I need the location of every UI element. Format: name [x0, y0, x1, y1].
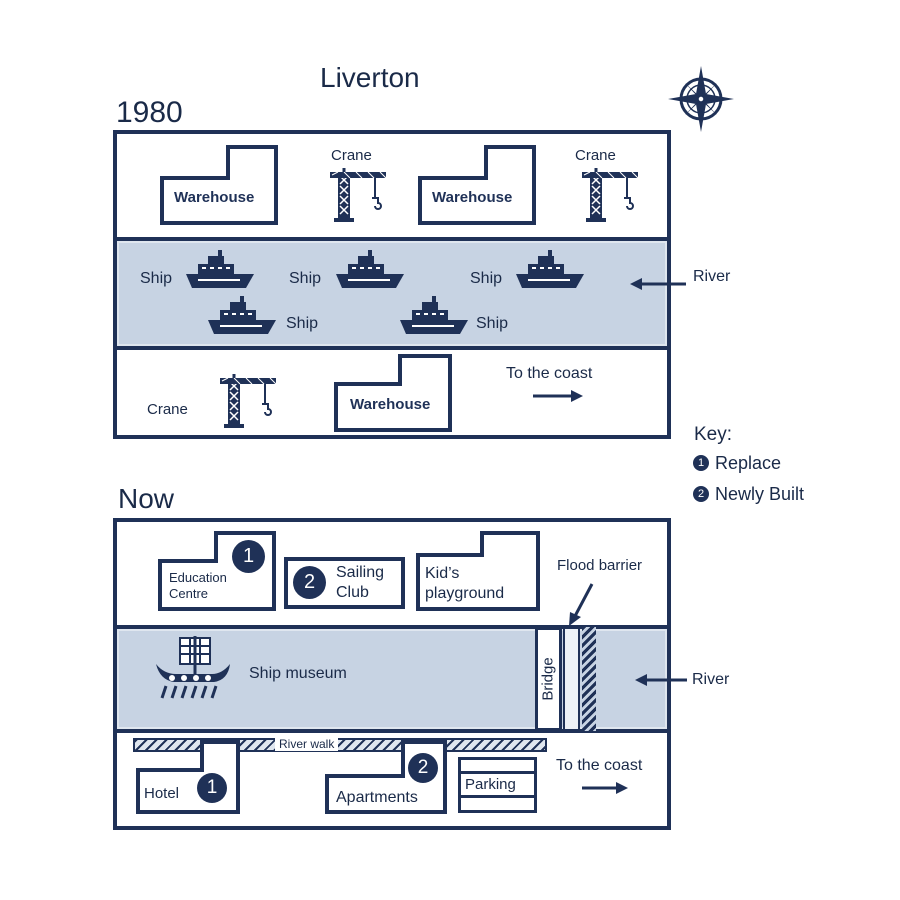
- river-flow-arrow-icon: [635, 674, 687, 686]
- hotel-label: Hotel: [144, 785, 180, 802]
- bridge: [535, 627, 562, 731]
- education-centre-label-line2: Centre: [169, 586, 209, 601]
- playground-shape: [416, 531, 540, 611]
- sailing-club-marker: 2: [293, 566, 326, 599]
- to-coast-label-1980: To the coast: [506, 365, 593, 382]
- ship-1-label: Ship: [140, 270, 173, 287]
- flood-barrier-hatch: [582, 627, 596, 731]
- hotel-marker: 1: [197, 773, 227, 803]
- ship-3-label: Ship: [470, 270, 503, 287]
- viking-ship-icon: [156, 636, 230, 699]
- map-now-frame: [113, 518, 671, 830]
- parking-divider-top: [461, 771, 534, 774]
- river-label-1980: River: [693, 268, 731, 285]
- sailing-club-label-line1: Sailing: [336, 564, 385, 581]
- apartments-marker: 2: [408, 753, 438, 783]
- river-flow-arrow-icon: [630, 278, 686, 290]
- warehouse-1-label: Warehouse: [174, 189, 255, 206]
- ship-icon: [516, 250, 584, 288]
- year-label-1980: 1980: [116, 96, 183, 129]
- flood-barrier: [563, 627, 580, 731]
- flood-barrier-pointer-icon: [569, 583, 594, 626]
- education-centre-marker: 1: [232, 540, 265, 573]
- education-centre-label-line1: Education: [169, 570, 227, 585]
- ship-2-label: Ship: [289, 270, 322, 287]
- to-coast-label-now: To the coast: [556, 757, 643, 774]
- crane-2-label: Crane: [575, 147, 616, 164]
- key-marker-1: 1: [693, 455, 709, 471]
- river-bank-north-now: [113, 625, 671, 629]
- river-label-now: River: [692, 671, 730, 688]
- crane-icon: [220, 374, 277, 428]
- parking-area: [458, 757, 537, 813]
- warehouse-3-label: Warehouse: [350, 396, 431, 413]
- flood-barrier-label: Flood barrier: [557, 557, 643, 574]
- key-label-replace: Replace: [715, 453, 782, 473]
- warehouse-2-label: Warehouse: [432, 189, 513, 206]
- crane-3-label: Crane: [147, 401, 188, 418]
- apartments-label: Apartments: [336, 789, 418, 806]
- sailing-club-label-line2: Club: [336, 584, 369, 601]
- ship-icon: [336, 250, 404, 288]
- crane-1-label: Crane: [331, 147, 372, 164]
- warehouse-3-shape: [334, 354, 452, 432]
- hotel-shape: [136, 740, 240, 814]
- ship-4-label: Ship: [286, 315, 319, 332]
- parking-label: Parking: [465, 776, 516, 793]
- river-walk-label: River walk: [275, 737, 339, 751]
- river-1980: [117, 241, 667, 346]
- ship-icon: [400, 296, 468, 334]
- key-title: Key:: [694, 424, 733, 445]
- page-title: Liverton: [320, 62, 420, 93]
- compass-rose-icon: [668, 66, 734, 132]
- ship-5-label: Ship: [476, 315, 509, 332]
- ship-museum-label: Ship museum: [249, 665, 347, 682]
- year-label-now: Now: [118, 483, 175, 514]
- ship-icon: [208, 296, 276, 334]
- bridge-label: Bridge: [539, 657, 557, 701]
- playground-label-line1: Kid’s: [425, 565, 460, 582]
- warehouse-2-shape: [418, 145, 536, 225]
- key-marker-2: 2: [693, 486, 709, 502]
- river-bank-south-1980: [113, 346, 671, 350]
- ship-icon: [186, 250, 254, 288]
- crane-icon: [330, 168, 387, 222]
- arrow-right-icon: [582, 782, 628, 794]
- warehouse-1-shape: [160, 145, 278, 225]
- arrow-right-icon: [533, 390, 583, 402]
- playground-label-line2: playground: [425, 585, 505, 602]
- crane-icon: [582, 168, 639, 222]
- key-label-newly-built: Newly Built: [715, 484, 805, 504]
- river-bank-south-now: [113, 729, 671, 733]
- parking-divider-bottom: [461, 795, 534, 798]
- river-bank-north-1980: [113, 237, 671, 241]
